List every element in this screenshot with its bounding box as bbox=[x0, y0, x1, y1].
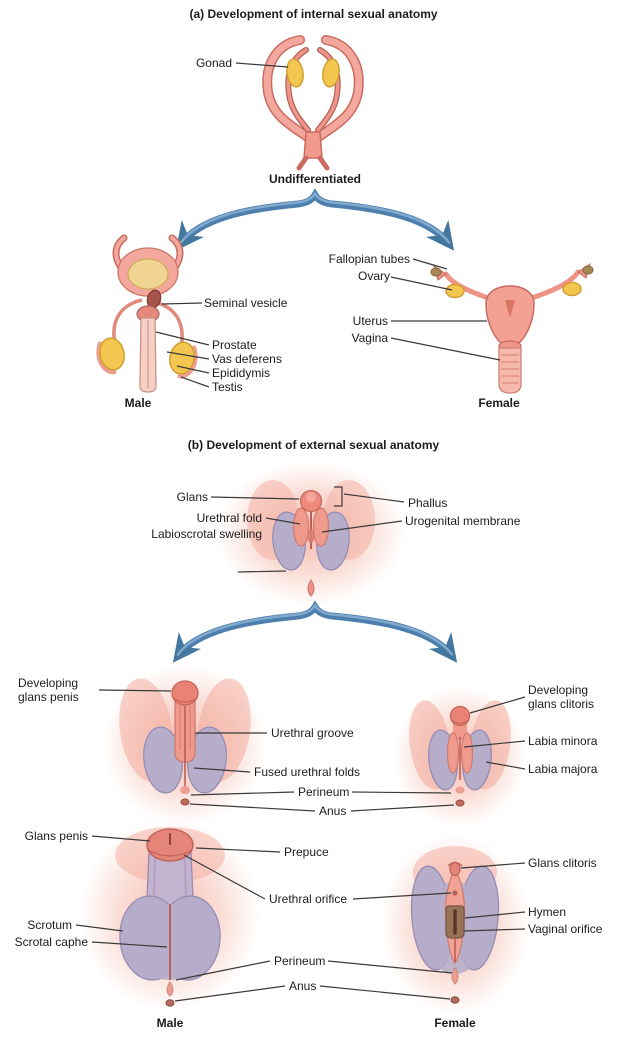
urethral-fold-right bbox=[312, 507, 330, 547]
phallus-bracket bbox=[334, 486, 343, 507]
label-labioscrotal-swelling: Labioscrotal swelling bbox=[151, 527, 262, 541]
label-labia-minora: Labia minora bbox=[528, 734, 598, 748]
label-labia-majora: Labia majora bbox=[528, 762, 598, 776]
urethral-orifice-shape bbox=[452, 890, 458, 896]
ovary-left bbox=[445, 283, 465, 299]
label-urethral-orifice: Urethral orifice bbox=[269, 892, 348, 906]
label-female-external: Female bbox=[434, 1016, 476, 1030]
label-urethral-fold: Urethral fold bbox=[196, 511, 262, 525]
adult-male-external-illustration bbox=[80, 819, 260, 1011]
anus-developing-female bbox=[455, 799, 465, 807]
label-phallus: Phallus bbox=[408, 496, 448, 510]
bladder bbox=[127, 258, 169, 290]
leader-lines bbox=[75, 62, 526, 1002]
testis-left bbox=[99, 337, 125, 371]
anus-adult-female bbox=[450, 996, 460, 1004]
label-scrotum: Scrotum bbox=[27, 918, 72, 932]
testis-right bbox=[169, 341, 195, 375]
vagina-shape bbox=[498, 347, 522, 394]
label-uterus: Uterus bbox=[352, 314, 388, 328]
female-internal-illustration bbox=[430, 262, 594, 394]
label-epididymis: Epididymis bbox=[212, 366, 271, 380]
section-b-title: (b) Development of external sexual anato… bbox=[187, 438, 440, 452]
anus-developing-male bbox=[180, 798, 190, 806]
label-male-internal: Male bbox=[124, 396, 152, 410]
label-vaginal-orifice: Vaginal orifice bbox=[528, 922, 603, 936]
male-internal-illustration bbox=[96, 234, 198, 393]
adult-female-external-illustration bbox=[381, 835, 529, 1015]
label-undifferentiated: Undifferentiated bbox=[268, 172, 361, 186]
labia-minora-left bbox=[446, 732, 460, 774]
undifferentiated-internal-illustration bbox=[262, 35, 364, 171]
label-prepuce: Prepuce bbox=[284, 845, 329, 859]
gonad-left bbox=[286, 58, 304, 88]
label-vas-deferens: Vas deferens bbox=[212, 352, 282, 366]
label-seminal-vesicle: Seminal vesicle bbox=[204, 296, 288, 310]
section-a-title: (a) Development of internal sexual anato… bbox=[189, 7, 438, 21]
anus-adult-male bbox=[165, 999, 175, 1007]
ovary-right bbox=[562, 281, 582, 297]
urogenital-membrane-shape bbox=[307, 529, 315, 543]
label-glans: Glans bbox=[176, 490, 208, 504]
label-female-internal: Female bbox=[478, 396, 520, 410]
developing-glans-clitoris-shape bbox=[449, 705, 471, 727]
glans-clitoris-shape bbox=[449, 861, 461, 877]
undifferentiated-external-illustration bbox=[216, 461, 406, 605]
label-perineum-adult: Perineum bbox=[274, 954, 326, 968]
label-developing-glans-penis: Developing glans penis bbox=[18, 676, 79, 704]
label-male-external: Male bbox=[156, 1016, 184, 1030]
label-gonad: Gonad bbox=[195, 56, 232, 70]
developing-male-external-illustration bbox=[103, 665, 267, 825]
label-hymen: Hymen bbox=[528, 905, 567, 919]
urethral-fold-left bbox=[292, 507, 310, 547]
divergence-arrow-a bbox=[175, 188, 455, 251]
gonad-right bbox=[322, 58, 340, 88]
labia-minora-right bbox=[460, 732, 474, 774]
label-anus-adult: Anus bbox=[289, 979, 317, 993]
label-testis: Testis bbox=[212, 380, 243, 394]
label-vagina: Vagina bbox=[351, 331, 388, 345]
label-scrotal-raphe: Scrotal caphe bbox=[14, 935, 88, 949]
developing-glans-penis-shape bbox=[171, 680, 199, 706]
label-prostate: Prostate bbox=[212, 338, 257, 352]
developing-female-external-illustration bbox=[394, 687, 526, 827]
label-developing-glans-clitoris: Developing glans clitoris bbox=[528, 683, 595, 711]
divergence-arrow-b bbox=[172, 600, 458, 663]
label-fused-urethral-folds: Fused urethral folds bbox=[254, 765, 361, 779]
label-perineum-developing: Perineum bbox=[298, 785, 350, 799]
label-ovary: Ovary bbox=[357, 269, 390, 283]
label-fallopian-tubes: Fallopian tubes bbox=[328, 252, 410, 266]
label-glans-clitoris: Glans clitoris bbox=[528, 856, 597, 870]
label-anus-developing: Anus bbox=[319, 804, 347, 818]
label-urethral-groove: Urethral groove bbox=[271, 726, 354, 740]
label-urogenital-membrane: Urogenital membrane bbox=[405, 514, 521, 528]
label-glans-penis: Glans penis bbox=[24, 829, 88, 843]
